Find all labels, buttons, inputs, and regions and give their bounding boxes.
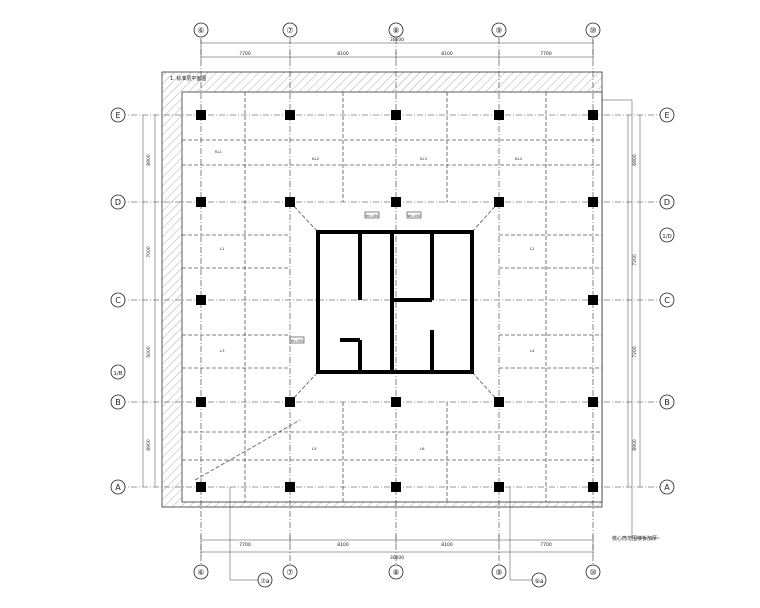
beam-tag: L5 <box>312 446 317 451</box>
beam-tags: KL1 KL2 KL3 KL4 L1 L2 L3 L4 L5 L6 <box>215 149 535 451</box>
beam-tag: KL4 <box>515 156 523 161</box>
axis-bubble-label: D <box>664 198 670 207</box>
bottom-dim-3: 8100 <box>441 542 453 548</box>
column <box>588 397 598 407</box>
column <box>285 482 295 492</box>
column <box>196 482 206 492</box>
column <box>285 110 295 120</box>
top-axis-bubbles: ⑥ ⑦ ⑧ ⑨ ⑩ <box>193 22 601 38</box>
bottom-total-dim: 30600 <box>390 555 404 561</box>
axis-bubble-label: ⑩ <box>589 568 596 577</box>
slab-note: 核心筒范围楼板加厚 <box>602 99 660 542</box>
beam-tag: L4 <box>530 348 535 353</box>
axis-bubble-label: E <box>115 111 120 120</box>
top-dimension-chain: 30600 7700 8100 8100 7700 <box>200 37 594 60</box>
column <box>196 110 206 120</box>
axis-bubble-label: ⑩ <box>589 26 596 35</box>
column <box>494 197 504 207</box>
column <box>391 110 401 120</box>
column <box>494 397 504 407</box>
column <box>285 197 295 207</box>
top-dim-4: 7700 <box>540 51 552 57</box>
column <box>588 482 598 492</box>
axis-bubble-label: ⑧ <box>392 568 399 577</box>
top-dim-3: 8100 <box>441 51 453 57</box>
plan-title: 1. 标准层平面图 <box>170 75 206 82</box>
axis-bubble-label: ⑦ <box>286 26 293 35</box>
axis-bubble-label: C <box>664 296 670 305</box>
axis-bubble-label: ⑦a <box>260 578 269 585</box>
column <box>196 295 206 305</box>
axis-bubble-label: 1/B <box>113 371 122 377</box>
columns <box>196 110 598 492</box>
column <box>588 110 598 120</box>
axis-bubble-label: ⑦ <box>286 568 293 577</box>
bottom-dim-4: 7700 <box>540 542 552 548</box>
core-labels: W=150 W=150 W=150 <box>289 211 422 344</box>
core-label-1: W=150 <box>365 214 378 218</box>
right-axis-bubbles: E D 1/D C B A <box>659 107 675 495</box>
bottom-dim-1: 7700 <box>239 542 251 548</box>
right-dimension-chain: 6800 7200 7200 8900 <box>627 115 641 487</box>
bottom-dim-2: 8100 <box>337 542 349 548</box>
axis-bubble-label: ⑥ <box>197 26 204 35</box>
right-dim-2: 7200 <box>632 254 638 266</box>
left-axis-bubbles: E D C 1/B B A <box>110 107 126 495</box>
left-dimension-chain: 8900 7000 5000 8900 <box>142 115 156 487</box>
beam-tag: KL2 <box>312 156 320 161</box>
axis-bubble-label: C <box>115 296 121 305</box>
right-dim-3: 7200 <box>632 346 638 358</box>
axis-bubble-label: 1/D <box>662 234 672 240</box>
column <box>196 397 206 407</box>
top-dim-2: 8100 <box>337 51 349 57</box>
left-dim-2: 7000 <box>146 246 152 258</box>
column <box>494 110 504 120</box>
axis-bubble-label: ⑨ <box>495 26 502 35</box>
left-dim-4: 8900 <box>146 439 152 451</box>
core-label-3: W=150 <box>290 339 303 343</box>
left-dim-3: 5000 <box>146 346 152 358</box>
axis-bubble-label: ⑨a <box>534 578 543 585</box>
bottom-axis-bubbles: ⑥ ⑦ ⑧ ⑨ ⑩ ⑦a ⑨a <box>193 487 601 588</box>
axis-bubble-label: A <box>115 483 121 492</box>
column <box>494 482 504 492</box>
beam-tag: L2 <box>530 246 535 251</box>
top-total-dim: 30600 <box>390 37 404 43</box>
axis-bubble-label: B <box>664 398 670 407</box>
bottom-dimension-chain: 7700 8100 8100 7700 30600 <box>200 535 594 561</box>
beam-tag: L6 <box>420 446 425 451</box>
column <box>391 482 401 492</box>
axis-bubble-label: ⑧ <box>392 26 399 35</box>
column <box>285 397 295 407</box>
left-dim-1: 8900 <box>146 154 152 166</box>
column <box>391 397 401 407</box>
axis-bubble-label: A <box>664 483 670 492</box>
axis-bubble-label: ⑥ <box>197 568 204 577</box>
axis-bubble-label: ⑨ <box>495 568 502 577</box>
axis-bubble-label: E <box>664 111 669 120</box>
right-dim-1: 6800 <box>632 154 638 166</box>
core-walls <box>316 230 474 374</box>
axis-bubble-label: B <box>115 398 121 407</box>
beam-tag: KL1 <box>215 149 223 154</box>
beam-tag: KL3 <box>420 156 428 161</box>
right-dim-4: 8900 <box>632 439 638 451</box>
axis-bubble-label: D <box>115 198 121 207</box>
beam-tag: L1 <box>220 246 225 251</box>
beam-tag: L3 <box>220 348 225 353</box>
note-label: 核心筒范围楼板加厚 <box>612 535 657 542</box>
core-label-2: W=150 <box>407 214 420 218</box>
column <box>391 197 401 207</box>
column <box>196 197 206 207</box>
top-dim-1: 7700 <box>239 51 251 57</box>
column <box>588 295 598 305</box>
column <box>588 197 598 207</box>
